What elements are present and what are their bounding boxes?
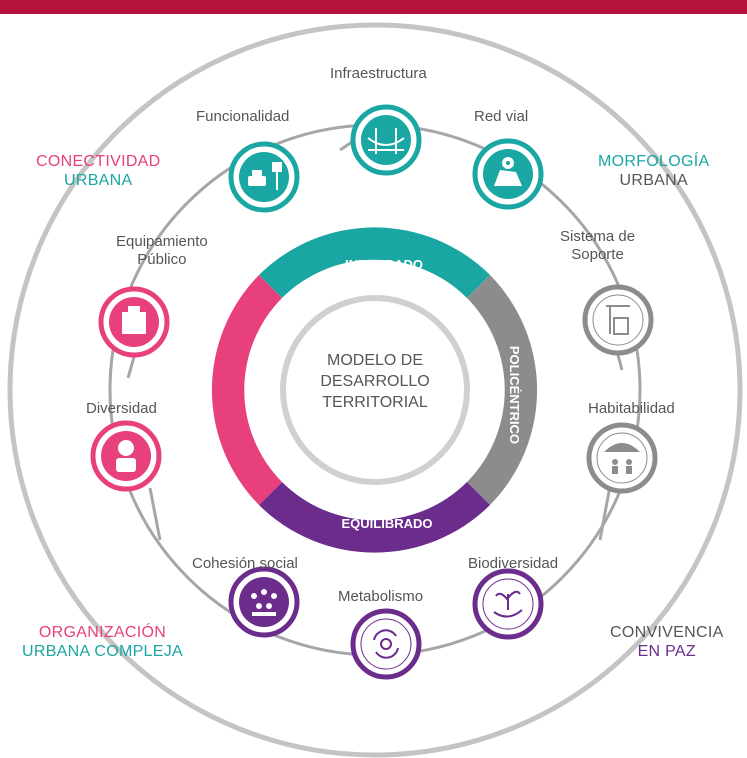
center-line-3: TERRITORIAL: [322, 394, 428, 411]
node-equipamiento: [98, 286, 170, 358]
quadrant-morfologia-line1: MORFOLOGÍA: [598, 153, 710, 170]
center-disc: [280, 295, 470, 485]
segment-label-compacto: COMPACTO: [248, 348, 263, 423]
quadrant-convivencia-line1: CONVIVENCIA: [610, 624, 724, 641]
segment-label-policentrico: POLICÉNTRICO: [507, 346, 522, 444]
node-sistema-soporte: [582, 284, 654, 356]
quadrant-organizacion: ORGANIZACIÓN URBANA COMPLEJA: [22, 623, 183, 661]
segment-label-integrado: INTEGRADO: [345, 257, 423, 272]
quadrant-morfologia-line2: URBANA: [619, 172, 688, 189]
segment-equilibrado: [259, 482, 490, 553]
node-habitabilidad: [586, 422, 658, 494]
people-group-icon: [251, 589, 277, 616]
label-equipamiento: Equipamiento Público: [116, 233, 208, 269]
top-brand-bar: [0, 0, 747, 14]
label-red-vial: Red vial: [474, 108, 529, 125]
center-title: MODELO DE DESARROLLO TERRITORIAL: [300, 350, 450, 413]
segment-compacto: [211, 275, 282, 505]
building-icon: [122, 306, 146, 334]
center-line-2: DESARROLLO: [320, 373, 430, 390]
segment-integrado: [259, 227, 490, 298]
outer-ring: [7, 22, 743, 758]
label-funcionalidad: Funcionalidad: [196, 108, 290, 125]
node-diversidad: [90, 420, 162, 492]
segment-label-equilibrado: EQUILIBRADO: [342, 516, 433, 531]
node-funcionalidad: [228, 141, 300, 213]
label-diversidad: Diversidad: [86, 400, 157, 417]
label-sistema-line1: Sistema de: [560, 228, 636, 245]
node-metabolismo: [350, 608, 422, 680]
label-sistema-soporte: Sistema de Soporte: [560, 228, 635, 264]
label-cohesion-social: Cohesión social: [192, 555, 298, 572]
quadrant-convivencia-line2: EN PAZ: [637, 643, 696, 660]
quadrant-morfologia: MORFOLOGÍA URBANA: [598, 152, 709, 190]
label-equipamiento-line2: Público: [137, 251, 187, 268]
plant-in-hand-icon: [493, 590, 523, 618]
construction-icon: [606, 305, 630, 335]
label-metabolismo: Metabolismo: [338, 588, 424, 605]
label-habitabilidad: Habitabilidad: [588, 400, 675, 417]
quadrant-organizacion-line2: URBANA COMPLEJA: [22, 643, 183, 660]
node-cohesion-social: [228, 566, 300, 638]
taxi-parking-icon: [248, 162, 282, 190]
umbrella-family-icon: [604, 443, 640, 474]
map-pin-icon: [494, 157, 522, 186]
label-infraestructura: Infraestructura: [330, 65, 427, 82]
quadrant-conectividad-line1: CONECTIVIDAD: [36, 153, 161, 170]
segment-policentrico: [467, 275, 538, 505]
bridge-icon: [367, 128, 405, 154]
label-biodiversidad: Biodiversidad: [468, 555, 559, 572]
quadrant-conectividad: CONECTIVIDAD URBANA: [36, 152, 161, 190]
label-equipamiento-line1: Equipamiento: [116, 233, 208, 250]
cycle-icon: [373, 629, 399, 659]
quadrant-convivencia: CONVIVENCIA EN PAZ: [610, 623, 724, 661]
node-biodiversidad: [472, 568, 544, 640]
center-line-1: MODELO DE: [326, 352, 423, 369]
quadrant-conectividad-line2: URBANA: [64, 172, 133, 189]
worker-icon: [116, 440, 136, 472]
label-sistema-line2: Soporte: [571, 246, 624, 263]
quadrant-organizacion-line1: ORGANIZACIÓN: [38, 624, 167, 641]
node-red-vial: [472, 138, 544, 210]
node-infraestructura: [350, 104, 422, 176]
